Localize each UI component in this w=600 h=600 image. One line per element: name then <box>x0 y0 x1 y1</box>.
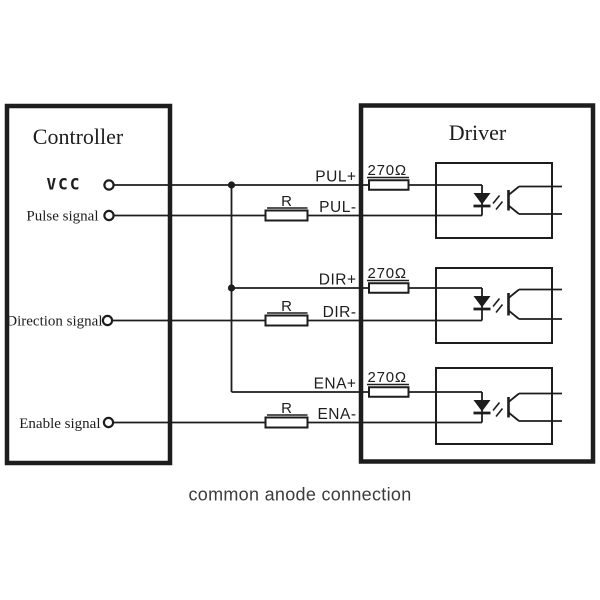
light-emission-icon <box>495 407 504 418</box>
light-emission-icon <box>492 297 501 308</box>
dir-plus-label: DIR+ <box>319 272 357 289</box>
pulse-signal-label: Pulse signal <box>26 209 98 225</box>
controller-box <box>4 103 173 466</box>
optocoupler-pul <box>435 162 562 239</box>
resistor-body <box>368 386 410 398</box>
resistor-value-label: 270Ω <box>368 162 407 179</box>
light-emission-icon <box>492 194 501 205</box>
resistor-270-pul: 270Ω <box>367 162 410 191</box>
optocoupler-box <box>435 162 553 239</box>
resistor-name-label: R <box>281 193 293 210</box>
vcc-label: VCC <box>47 175 82 194</box>
resistor-name-label: R <box>281 298 293 315</box>
terminal-direction <box>101 314 114 327</box>
direction-signal-label: Direction signal <box>6 314 102 330</box>
phototransistor-collector <box>507 392 520 403</box>
pul-minus-label: PUL- <box>319 199 356 216</box>
driver-title: Driver <box>449 120 507 145</box>
resistor-body <box>264 314 309 327</box>
ena-minus-label: ENA- <box>317 406 356 423</box>
resistor-body <box>368 282 410 294</box>
driver-box <box>358 103 596 464</box>
resistor-270-ena: 270Ω <box>367 369 410 398</box>
controller-title: Controller <box>33 124 124 149</box>
resistor-body <box>264 209 309 222</box>
resistor-name-label: R <box>281 400 293 417</box>
led-diode-icon <box>473 400 491 412</box>
resistor-body <box>264 416 309 429</box>
phototransistor-collector <box>507 185 520 196</box>
junction-dot <box>227 181 236 189</box>
junction-dot <box>227 284 236 292</box>
phototransistor-emitter <box>507 204 520 215</box>
phototransistor-emitter <box>507 309 520 320</box>
diagram-caption: common anode connection <box>188 485 411 505</box>
resistor-value-label: 270Ω <box>368 369 407 386</box>
enable-signal-label: Enable signal <box>19 416 100 432</box>
phototransistor-emitter <box>507 411 520 422</box>
light-emission-icon <box>492 401 501 412</box>
dir-minus-label: DIR- <box>323 304 357 321</box>
resistor-r-pul: R <box>264 193 309 222</box>
ena-plus-label: ENA+ <box>314 376 357 393</box>
light-emission-icon <box>495 200 504 211</box>
optocoupler-box <box>435 367 553 445</box>
resistor-value-label: 270Ω <box>368 265 407 282</box>
phototransistor-collector <box>507 288 520 299</box>
light-emission-icon <box>495 303 504 314</box>
resistor-270-dir: 270Ω <box>367 265 410 294</box>
resistor-r-ena: R <box>264 400 309 429</box>
optocoupler-ena <box>435 367 562 445</box>
resistor-body <box>368 179 410 191</box>
terminal-vcc <box>103 179 115 191</box>
optocoupler-dir <box>435 267 562 344</box>
led-diode-icon <box>473 296 491 308</box>
terminal-enable <box>102 416 115 429</box>
resistor-r-dir: R <box>264 298 309 327</box>
led-diode-icon <box>473 193 491 205</box>
optocoupler-box <box>435 267 553 344</box>
terminal-pulse <box>103 209 115 222</box>
pul-plus-label: PUL+ <box>315 169 356 186</box>
